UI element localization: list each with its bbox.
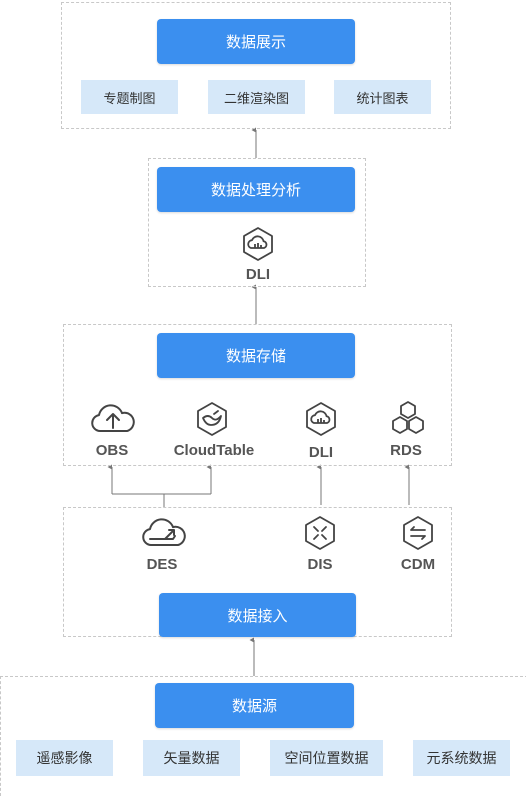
source-title: 数据源 [155, 683, 354, 728]
access-service-dis: DIS [307, 556, 333, 573]
source-item-spatial-position: 空间位置数据 [270, 740, 383, 776]
display-item-stat-chart: 统计图表 [334, 80, 431, 114]
source-item-vector-data: 矢量数据 [143, 740, 240, 776]
display-item-thematic-map: 专题制图 [81, 80, 178, 114]
cloud-bird-icon [197, 402, 227, 436]
storage-service-obs: OBS [95, 442, 129, 459]
cloud-hexagon-icon [306, 402, 336, 436]
access-service-cdm: CDM [400, 556, 436, 573]
access-title: 数据接入 [159, 593, 356, 637]
hexagon-cluster-icon [392, 401, 424, 434]
storage-service-cloudtable: CloudTable [173, 442, 255, 459]
display-item-2d-render: 二维渲染图 [208, 80, 305, 114]
storage-layer [63, 324, 452, 466]
cloud-upload-icon [91, 404, 135, 432]
hexagon-x-icon [305, 516, 335, 550]
processing-title: 数据处理分析 [157, 167, 355, 212]
source-item-remote-sensing: 遥感影像 [16, 740, 113, 776]
hexagon-swap-icon [403, 516, 433, 550]
storage-service-rds: RDS [390, 442, 422, 459]
cloud-transfer-icon [142, 518, 186, 546]
storage-title: 数据存储 [157, 333, 355, 378]
access-service-des: DES [146, 556, 178, 573]
display-layer [61, 2, 451, 129]
cloud-hexagon-icon [243, 227, 273, 261]
processing-service-label: DLI [245, 266, 271, 283]
source-item-meta-system: 元系统数据 [413, 740, 510, 776]
display-title: 数据展示 [157, 19, 355, 64]
storage-service-dli: DLI [308, 444, 334, 461]
source-layer [0, 676, 526, 796]
processing-layer [148, 158, 366, 287]
